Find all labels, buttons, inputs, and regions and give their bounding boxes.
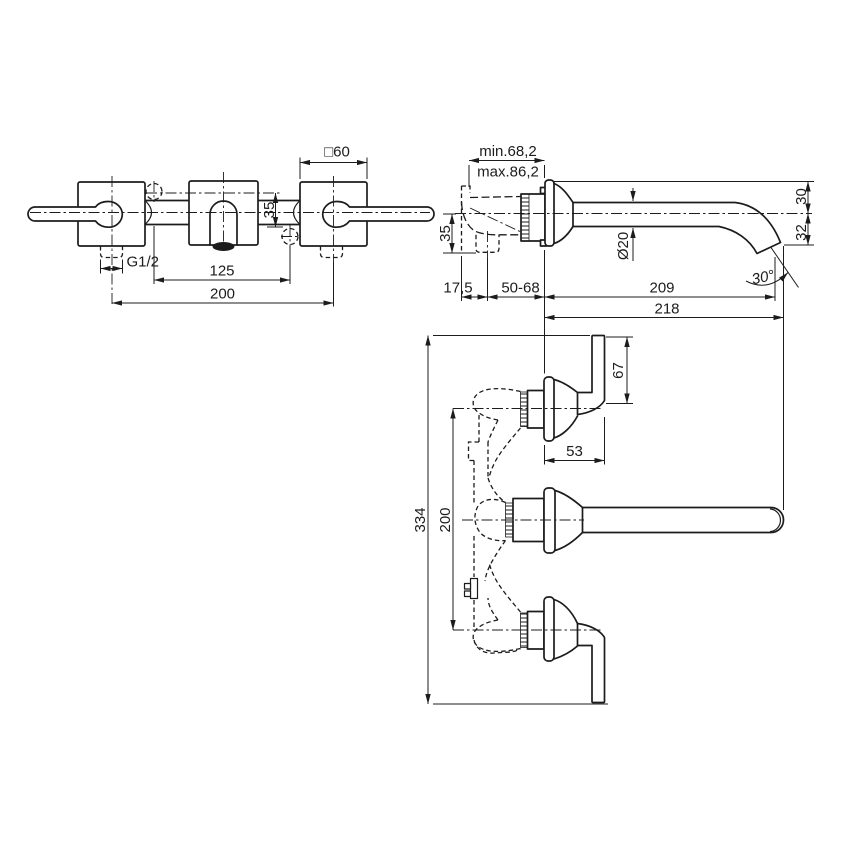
side-dimensions: min.68,2 max.86,2 35 17,5 50-68 209 218 … xyxy=(437,143,811,321)
spout-escutcheon-flange xyxy=(543,487,556,554)
angle-arc xyxy=(745,272,789,286)
dim-handle-projection-label: 53 xyxy=(566,443,583,460)
dim-handle-length-label: 67 xyxy=(610,362,627,379)
dim-inlet-offset-label: 35 xyxy=(437,225,454,242)
dim-wall-range-label: 50-68 xyxy=(501,280,539,297)
dim-depth-max-label: max.86,2 xyxy=(477,164,539,181)
dim-square-size-label: □60 xyxy=(324,144,350,161)
dim-spout-total-label: 218 xyxy=(654,301,679,318)
body-fixing-screw xyxy=(463,577,479,600)
bottom-valve-trim xyxy=(520,596,606,704)
front-view: □60 35 G1/2 125 200 xyxy=(27,144,435,307)
thread-section xyxy=(520,193,530,242)
side-valve-trim xyxy=(520,179,574,247)
assembly-view: 67 53 334 200 xyxy=(412,334,785,705)
front-centerlines xyxy=(30,172,430,307)
assembly-concealed-body xyxy=(463,387,521,654)
right-lever-handle xyxy=(321,200,435,229)
bottom-escutcheon-flange xyxy=(543,596,555,662)
dim-outlet-angle-label: 30° xyxy=(750,267,776,288)
dim-rise-lower-label: 32 xyxy=(793,224,810,241)
middle-valve-spout xyxy=(505,487,785,554)
side-view: min.68,2 max.86,2 35 17,5 50-68 209 218 … xyxy=(437,143,814,510)
dim-handle-spacing-label: 200 xyxy=(210,286,235,303)
spout-outlet xyxy=(212,242,235,251)
dim-depth-min-label: min.68,2 xyxy=(479,143,537,160)
dim-inlet-spacing-label: 125 xyxy=(209,263,234,280)
fixing-hole-upper xyxy=(145,182,163,201)
dim-rise-upper-label: 30 xyxy=(793,188,810,205)
dim-spout-offset-label: 35 xyxy=(261,202,278,219)
dim-total-height-label: 334 xyxy=(412,507,429,532)
dim-rough-depth-label: 17,5 xyxy=(443,280,472,297)
dim-spout-reach-label: 209 xyxy=(649,280,674,297)
dim-valve-spacing-label: 200 xyxy=(437,507,454,532)
spout-side-profile xyxy=(572,201,782,255)
top-lever-side xyxy=(576,334,606,416)
front-dimensions: □60 35 G1/2 125 200 xyxy=(100,144,368,306)
assembly-dimensions: 67 53 334 200 xyxy=(412,335,630,705)
spout-wall-flange xyxy=(544,179,555,247)
top-valve-trim xyxy=(520,334,606,442)
dim-spout-diameter-label: Ø20 xyxy=(615,232,632,260)
dim-inlet-thread-label: G1/2 xyxy=(127,254,160,271)
left-lever-handle xyxy=(27,200,124,229)
top-escutcheon-flange xyxy=(543,376,555,442)
bottom-lever-side xyxy=(576,622,606,704)
assembly-centerlines xyxy=(453,408,601,631)
side-concealed-body xyxy=(460,185,522,253)
spout-top-profile xyxy=(581,506,785,534)
